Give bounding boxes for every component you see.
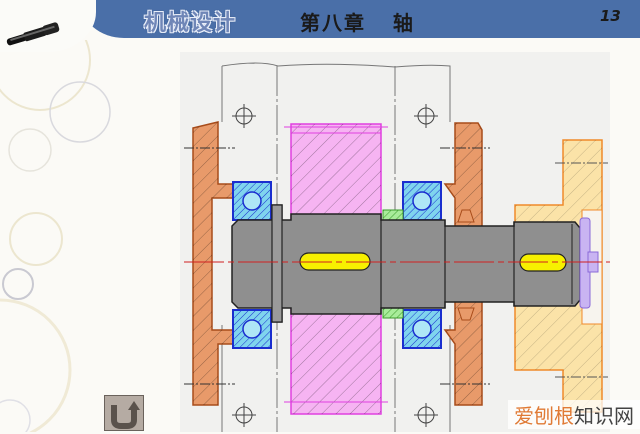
watermark-part-b: 知识网 [574, 404, 634, 428]
shaft-assembly-drawing [180, 52, 610, 432]
back-button[interactable] [104, 395, 144, 431]
watermark-part-a: 爱刨根 [514, 404, 574, 428]
watermark: 爱刨根知识网 [508, 400, 640, 429]
course-title: 机械设计 [144, 11, 237, 36]
shaft-icon [6, 22, 60, 46]
page-number: 13 [600, 7, 621, 25]
decorative-circles [0, 40, 111, 432]
title-bar [80, 0, 640, 38]
u-turn-back-icon [111, 401, 140, 429]
chapter-title: 第八章 轴 [300, 11, 415, 35]
